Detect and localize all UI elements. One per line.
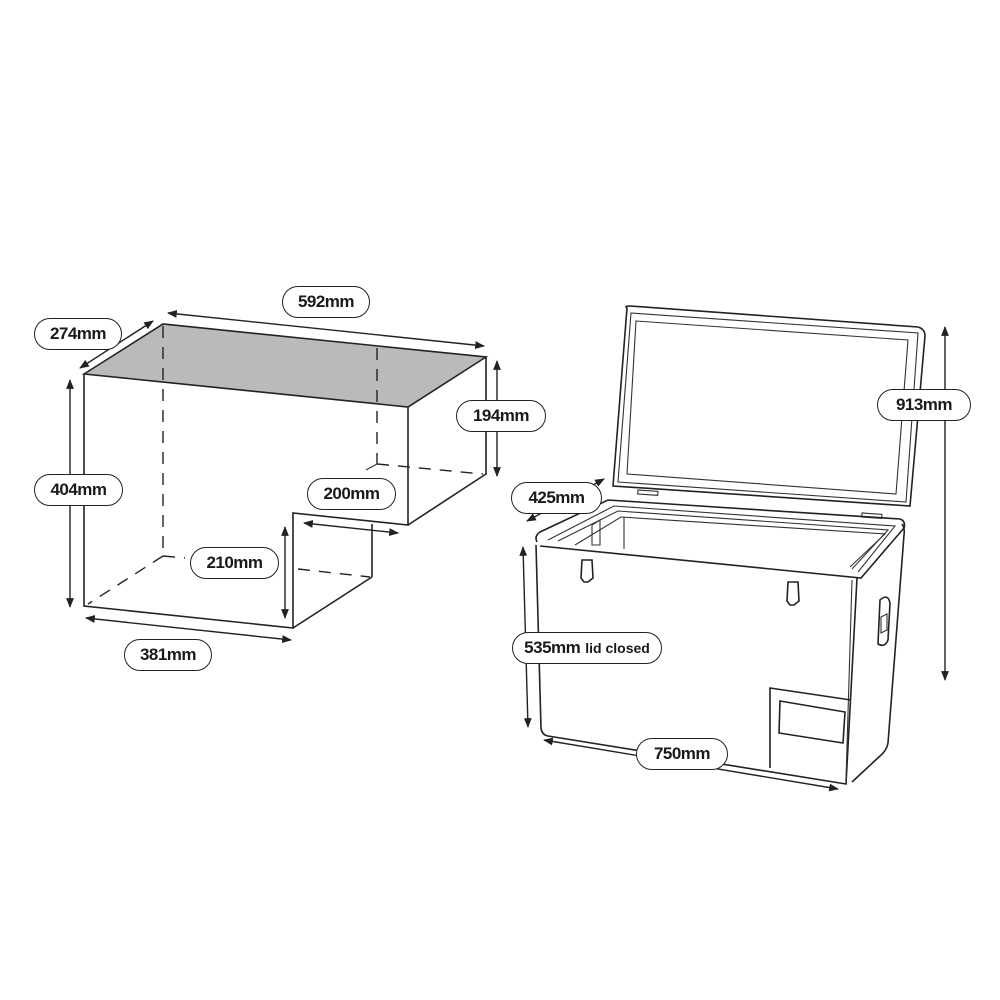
side-handle-grip — [880, 613, 888, 634]
label-width-bottom: 381mm — [124, 639, 212, 671]
body-top-rim — [535, 499, 906, 579]
hinge — [637, 489, 659, 496]
compartment-opening — [574, 516, 887, 568]
label-height-full: 404mm — [34, 474, 123, 506]
divider — [591, 519, 601, 546]
label-width-top: 592mm — [282, 286, 370, 318]
label-fridge-height-open: 913mm — [877, 389, 971, 421]
label-height-closed-note: lid closed — [585, 640, 650, 656]
dim-arrow-381 — [85, 615, 292, 643]
dim-arrow-200 — [303, 520, 399, 536]
hidden-edge — [162, 555, 186, 559]
dim-arrow-592 — [167, 310, 485, 349]
side-handle — [877, 596, 891, 647]
lid-rim — [617, 312, 919, 503]
right-face-outline — [407, 357, 487, 526]
label-step-height: 210mm — [190, 547, 279, 579]
label-height-closed-value: 535mm — [524, 638, 581, 657]
latch-right — [786, 581, 800, 606]
front-face-outline — [83, 374, 409, 629]
lid-inner-panel — [626, 320, 909, 495]
body-inner-rim — [547, 505, 897, 573]
hidden-edge — [376, 463, 484, 475]
latch-left — [580, 559, 594, 583]
lid-outer — [612, 305, 926, 507]
top-face — [81, 323, 489, 408]
body-corner-line — [845, 579, 853, 781]
label-depth-top: 274mm — [34, 318, 122, 350]
fridge-figure — [519, 305, 949, 792]
control-panel — [769, 687, 852, 768]
label-fridge-depth: 425mm — [511, 482, 602, 514]
label-height-right: 194mm — [456, 400, 546, 432]
interior-compartment-figure — [66, 310, 501, 643]
label-fridge-width: 750mm — [636, 738, 728, 770]
hidden-edge — [87, 555, 164, 605]
display-window — [778, 700, 846, 744]
step-bottom-diagonal — [292, 576, 373, 629]
label-step-depth: 200mm — [307, 478, 396, 510]
body-side — [851, 523, 906, 783]
body-inner-rim-2 — [557, 510, 890, 570]
hidden-edge — [365, 463, 378, 471]
hidden-edge — [297, 568, 371, 578]
body-front — [535, 544, 858, 785]
